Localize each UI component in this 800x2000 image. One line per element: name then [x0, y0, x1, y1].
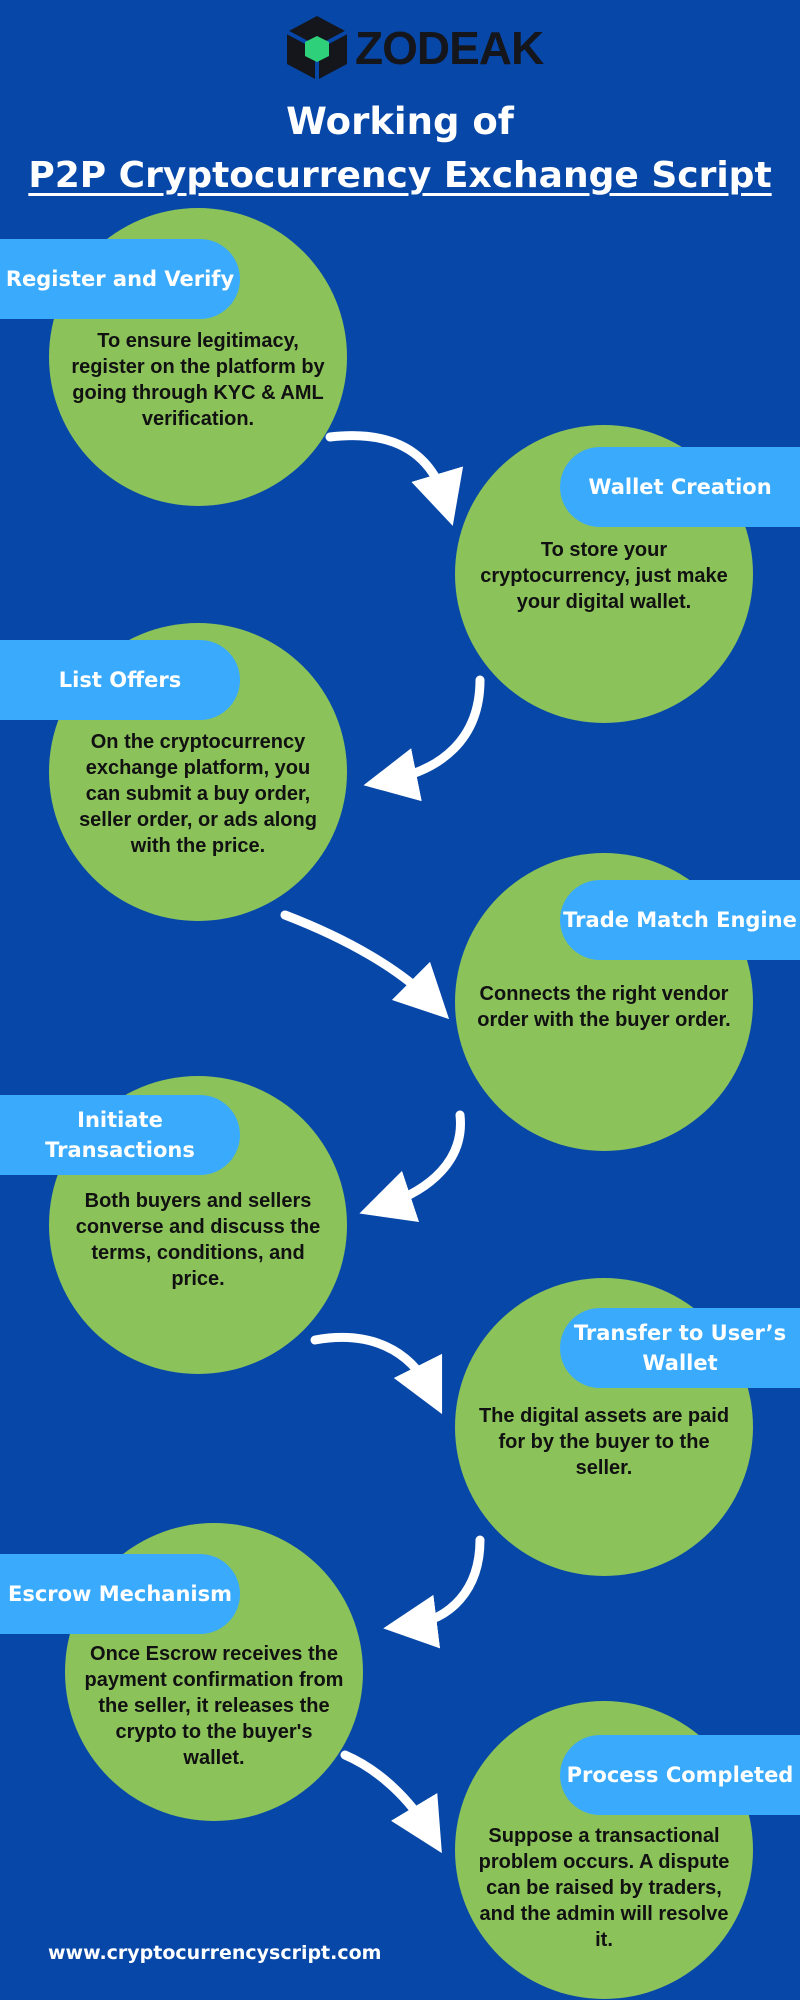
cube-logo-icon — [286, 16, 348, 80]
step-5-label: Initiate Transactions — [0, 1095, 240, 1175]
step-5-text: Both buyers and sellers converse and dis… — [75, 1190, 321, 1290]
arrow-1-2 — [325, 431, 464, 526]
step-1-text: To ensure legitimacy, register on the pl… — [71, 330, 325, 430]
step-1-label: Register and Verify — [0, 239, 240, 319]
arrow-2-3 — [363, 675, 485, 802]
arrow-3-4 — [280, 910, 450, 1020]
brand-logo: ZODEAK — [285, 14, 544, 82]
arrow-6-7 — [383, 1535, 485, 1649]
step-2-label: Wallet Creation — [560, 447, 800, 527]
arrow-5-6 — [310, 1332, 443, 1415]
step-2-text: To store your cryptocurrency, just make … — [480, 539, 728, 613]
step-4-text: Connects the right vendor order with the… — [477, 983, 731, 1031]
arrow-4-5 — [359, 1110, 465, 1223]
step-7-label: Escrow Mechanism — [0, 1554, 240, 1634]
step-8-label: Process Completed — [560, 1735, 800, 1815]
step-8-text: Suppose a transactional problem occurs. … — [478, 1825, 730, 1951]
step-3-text: On the cryptocurrency exchange platform,… — [79, 731, 317, 857]
brand-name: ZODEAK — [355, 22, 544, 74]
title-line-1: Working of — [286, 100, 514, 143]
step-4-label: Trade Match Engine — [560, 880, 800, 960]
arrow-7-8 — [340, 1750, 442, 1854]
step-7-text: Once Escrow receives the payment confirm… — [84, 1643, 344, 1769]
title-line-2: P2P Cryptocurrency Exchange Script — [28, 155, 772, 196]
footer-website-link[interactable]: www.cryptocurrencyscript.com — [48, 1942, 382, 1964]
step-3-label: List Offers — [0, 640, 240, 720]
step-6-text: The digital assets are paid for by the b… — [478, 1405, 730, 1479]
step-6-label: Transfer to User’s Wallet — [560, 1308, 800, 1388]
